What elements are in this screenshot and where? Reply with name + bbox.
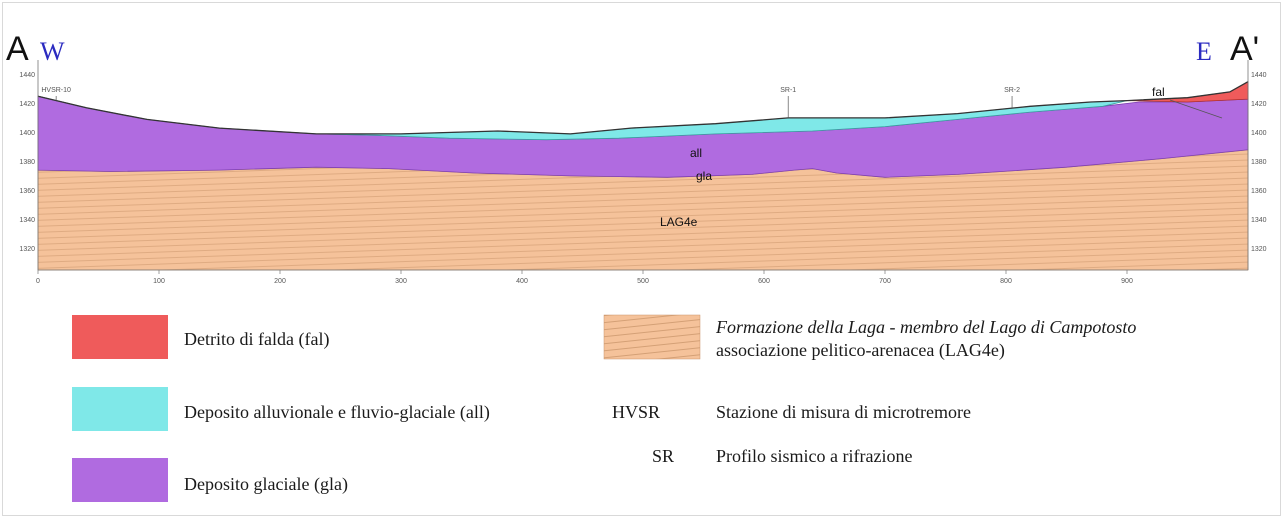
legend-swatch-lag4e — [603, 314, 701, 360]
x-tick-label: 700 — [879, 278, 891, 285]
legend-swatch-all — [72, 387, 168, 431]
x-tick-label: 200 — [274, 278, 286, 285]
fal-leader — [1169, 99, 1223, 119]
legend-abbr-hvsr: HVSR — [612, 402, 660, 422]
x-tick-label: 300 — [395, 278, 407, 285]
y-tick-label-left: 1420 — [19, 101, 35, 108]
legend-swatch-gla — [72, 458, 168, 502]
all-label: all — [690, 146, 702, 160]
direction-east: E — [1196, 37, 1212, 66]
section-layers — [37, 81, 1249, 271]
section-end-right: A' — [1230, 30, 1259, 68]
gla-label: gla — [696, 169, 712, 183]
y-tick-label-left: 1440 — [19, 72, 35, 79]
legend-label-all: Deposito alluvionale e fluvio-glaciale (… — [184, 402, 490, 423]
legend-label-sr: Profilo sismico a rifrazione — [716, 446, 912, 466]
x-tick-label: 400 — [516, 278, 528, 285]
x-tick-label: 500 — [637, 278, 649, 285]
y-tick-label-right: 1400 — [1251, 130, 1267, 137]
x-tick-label: 600 — [758, 278, 770, 285]
legend-label-lag4e: associazione pelitico-arenacea (LAG4e) — [716, 340, 1005, 361]
legend-abbr-sr: SR — [652, 446, 674, 466]
legend: Detrito di falda (fal) Deposito alluvion… — [72, 314, 1136, 502]
legend-label-gla: Deposito glaciale (gla) — [184, 474, 348, 495]
y-tick-label-right: 1320 — [1251, 246, 1267, 253]
station-label: SR-2 — [1004, 87, 1020, 94]
y-ticks: 1440 1440 1420 1420 1400 1400 1380 1380 1360 1360… — [19, 72, 1266, 253]
y-tick-label-right: 1360 — [1251, 188, 1267, 195]
station-label: SR-1 — [780, 87, 796, 94]
topographic-surface — [37, 81, 1249, 135]
station-label: HVSR-10 — [41, 87, 71, 94]
y-tick-label-right: 1380 — [1251, 159, 1267, 166]
lag4e-label: LAG4e — [660, 215, 698, 229]
station-markers: HVSR-10 SR-1 SR-2 — [41, 87, 1020, 118]
y-tick-label-left: 1340 — [19, 217, 35, 224]
legend-label-lag4e-formation: Formazione della Laga - membro del Lago … — [715, 317, 1136, 337]
y-tick-label-left: 1320 — [19, 246, 35, 253]
x-tick-label: 900 — [1121, 278, 1133, 285]
y-tick-label-right: 1440 — [1251, 72, 1267, 79]
legend-label-fal: Detrito di falda (fal) — [184, 329, 329, 350]
direction-west: W — [40, 37, 65, 66]
legend-swatch-fal — [72, 315, 168, 359]
y-tick-label-right: 1420 — [1251, 101, 1267, 108]
y-tick-label-left: 1400 — [19, 130, 35, 137]
legend-label-hvsr: Stazione di misura di microtremore — [716, 402, 971, 422]
y-tick-label-left: 1360 — [19, 188, 35, 195]
fal-label: fal — [1152, 85, 1165, 99]
y-tick-label-right: 1340 — [1251, 217, 1267, 224]
x-tick-label: 0 — [36, 278, 40, 285]
y-tick-label-left: 1380 — [19, 159, 35, 166]
x-tick-label: 800 — [1000, 278, 1012, 285]
x-tick-label: 100 — [153, 278, 165, 285]
section-end-left: A — [6, 30, 29, 68]
x-ticks: 0 100 200 300 400 500 600 700 800 900 — [36, 270, 1133, 285]
